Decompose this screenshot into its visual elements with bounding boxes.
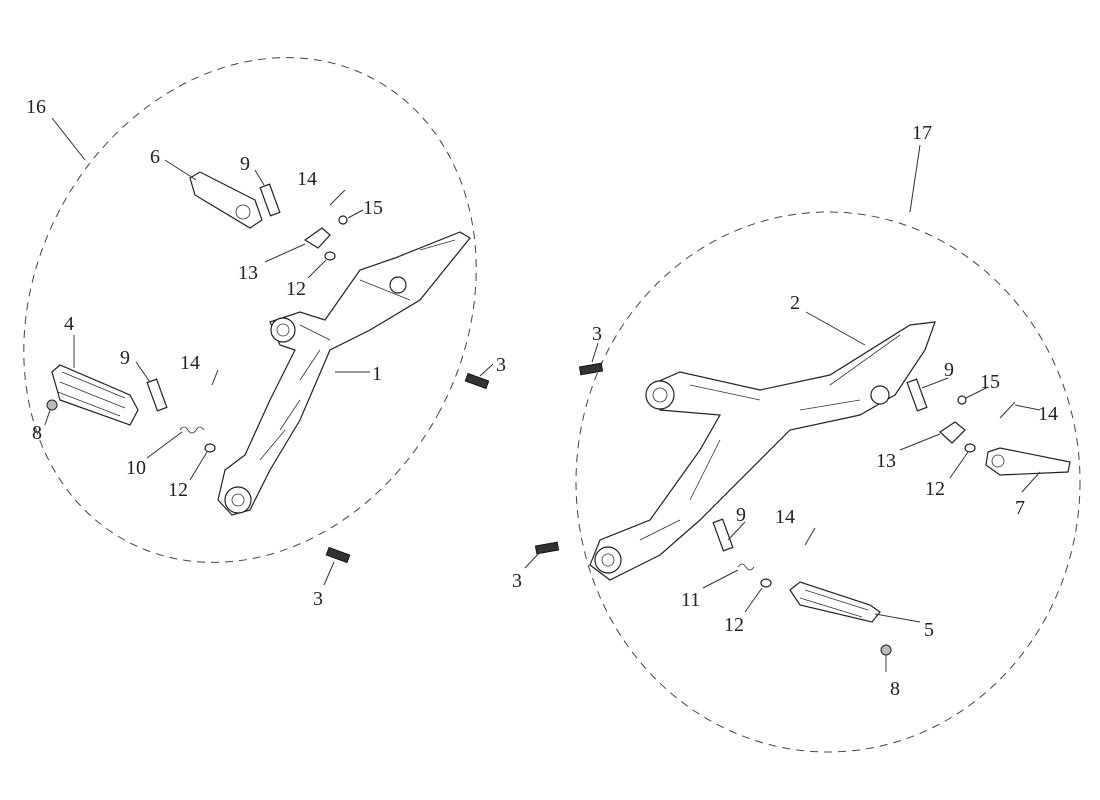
callout-12: 12	[925, 478, 945, 500]
callout-12: 12	[724, 614, 744, 636]
callout-12: 12	[286, 278, 306, 300]
left-bracket-part-1	[217, 231, 471, 516]
footpeg-part-5	[789, 581, 881, 623]
callout-4: 4	[64, 313, 74, 335]
footpeg-part-7	[985, 447, 1071, 476]
callout-12: 12	[168, 479, 188, 501]
callout-9: 9	[120, 347, 130, 369]
callout-3: 3	[592, 323, 602, 345]
callout-9: 9	[736, 504, 746, 526]
right-bracket-part-2	[589, 321, 936, 581]
callout-14: 14	[1038, 403, 1058, 425]
leader-lines	[44, 117, 1041, 623]
callout-7: 7	[1015, 497, 1025, 519]
small-parts	[204, 215, 976, 588]
bolts-part-3	[325, 362, 604, 564]
callout-14: 14	[180, 352, 200, 374]
callout-14: 14	[297, 168, 317, 190]
pins-part-9	[146, 183, 928, 552]
right-assembly-outline	[575, 211, 1081, 753]
callout-3: 3	[496, 354, 506, 376]
callout-11: 11	[681, 589, 700, 611]
footpeg-part-6	[189, 171, 263, 229]
callout-6: 6	[150, 146, 160, 168]
callout-15: 15	[980, 371, 1000, 393]
callout-9: 9	[944, 359, 954, 381]
springs	[179, 426, 755, 571]
callout-8: 8	[32, 422, 42, 444]
callout-16: 16	[26, 96, 46, 118]
callout-8: 8	[890, 678, 900, 700]
callout-10: 10	[126, 457, 146, 479]
callout-14: 14	[775, 506, 795, 528]
callout-3: 3	[512, 570, 522, 592]
bolts-part-8	[46, 399, 892, 672]
callout-2: 2	[790, 292, 800, 314]
left-assembly-outline	[23, 57, 477, 563]
callout-1: 1	[372, 363, 382, 385]
callout-17: 17	[912, 122, 932, 144]
callout-13: 13	[876, 450, 896, 472]
callout-13: 13	[238, 262, 258, 284]
callout-labels: 16 6 9 14 15 13 12 4 9 14 1 8 10 12 3 3 …	[26, 96, 1058, 700]
callout-5: 5	[924, 619, 934, 641]
callout-9: 9	[240, 153, 250, 175]
footpeg-part-4	[51, 364, 139, 426]
callout-15: 15	[363, 197, 383, 219]
cotter-pins-part-14	[211, 189, 1016, 546]
callout-3: 3	[313, 588, 323, 610]
